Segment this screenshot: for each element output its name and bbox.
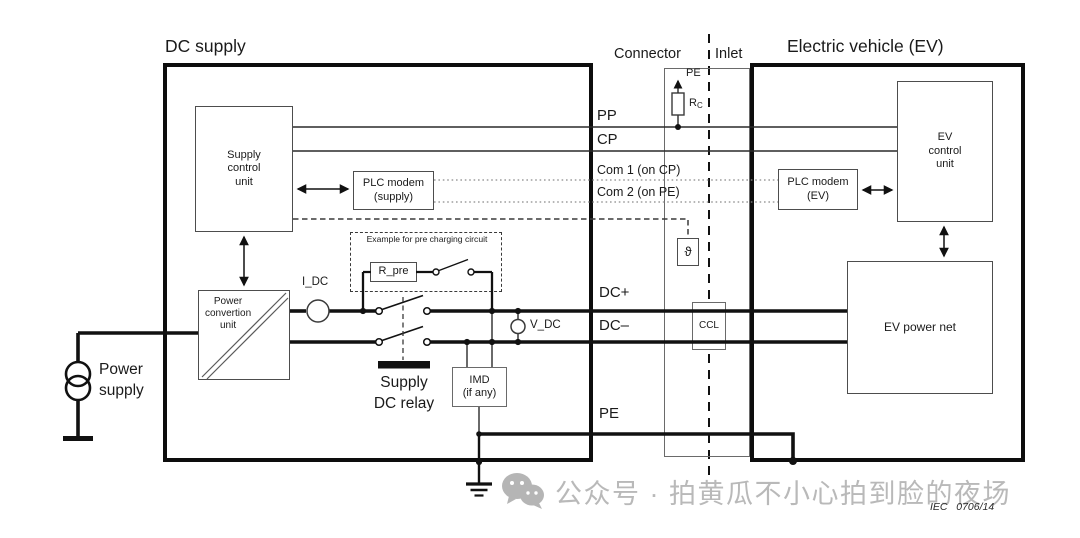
dc-supply-title: DC supply [165,36,246,56]
connector-label: Connector [614,46,681,62]
pe-top-label: PE [686,67,701,79]
plc-modem-supply-block: PLC modem (supply) [353,171,434,210]
dc-minus-line-label: DC– [599,317,630,334]
supply-control-unit-block: Supply control unit [195,106,293,232]
dc-plus-line-label: DC+ [599,284,630,301]
cp-line-label: CP [597,132,618,148]
imd-block: IMD (if any) [452,367,507,407]
plc-modem-ev-block: PLC modem (EV) [778,169,858,210]
rc-label-main: R [689,97,697,109]
watermark-text: 公众号 · 拍黄瓜不小心拍到脸的夜场 [555,478,1011,509]
dc-supply-box [163,63,593,462]
pp-line-label: PP [597,108,617,124]
figure-reference: IEC 0706/14 [930,501,995,513]
ev-box [750,63,1025,462]
ev-title: Electric vehicle (EV) [787,36,944,56]
com2-line-label: Com 2 (on PE) [597,185,680,199]
ev-control-unit-block: EV control unit [897,81,993,222]
power-convertion-unit-block: Power convertion unit [198,290,290,380]
r-pre-block: R_pre [370,262,417,282]
ev-power-net-block: EV power net [847,261,993,394]
inlet-label: Inlet [715,46,743,62]
supply-dc-relay-label: Supply DC relay [373,374,435,412]
com1-line-label: Com 1 (on CP) [597,163,681,177]
ccl-block: CCL [692,302,726,350]
precharge-note: Example for pre charging circuit [366,234,488,244]
temperature-sensor-block: ϑ [677,238,699,266]
power-supply-symbol [64,360,92,402]
i-dc-label: I_DC [302,276,329,288]
pe-line-label: PE [599,405,620,422]
v-dc-label: V_DC [530,319,561,331]
power-supply-label: Power supply [99,361,144,399]
wechat-icon [502,473,544,509]
rc-label-sub: C [696,101,703,110]
watermark: 公众号 · 拍黄瓜不小心拍到脸的夜场 [501,471,1011,511]
rc-label: RC [689,97,703,110]
